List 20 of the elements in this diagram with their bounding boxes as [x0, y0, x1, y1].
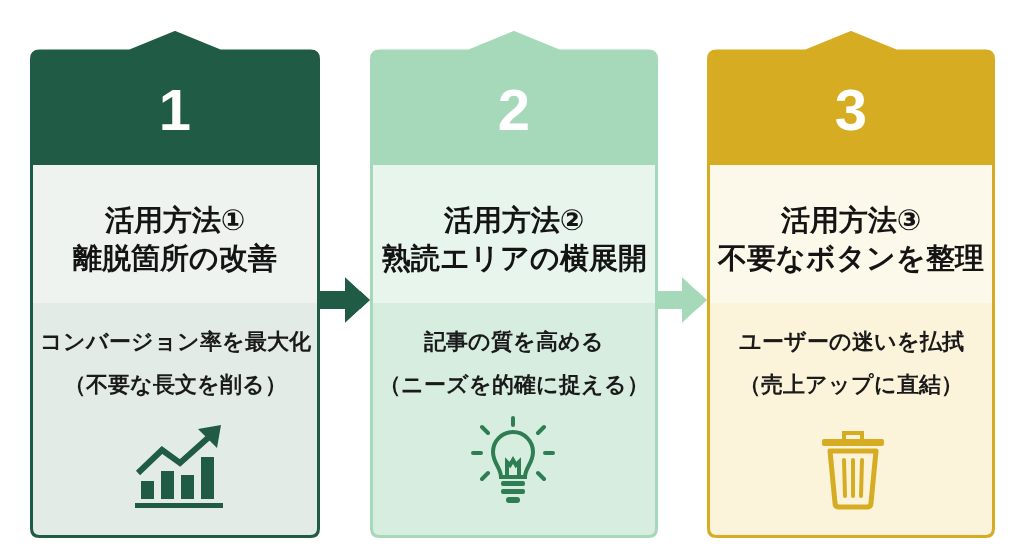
- step-number: 2: [497, 76, 531, 144]
- note-text: （売上アップに直結）: [739, 371, 963, 399]
- step-card: [707, 31, 995, 538]
- step-number: 1: [158, 76, 192, 144]
- title-text: 不要なボタンを整理: [718, 241, 984, 276]
- title-text: 離脱箇所の改善: [73, 241, 277, 276]
- heading-text: 活用方法①: [104, 203, 246, 238]
- step-card: [30, 31, 320, 538]
- note-text: （ニーズを的確に捉える）: [379, 371, 649, 399]
- body-text: ユーザーの迷いを払拭: [738, 328, 964, 356]
- step-card: [370, 31, 658, 538]
- arrow: [320, 277, 370, 323]
- body-text: 記事の質を高める: [424, 328, 604, 356]
- title-text: 熟読エリアの横展開: [381, 241, 647, 276]
- arrow: [658, 277, 707, 323]
- body-text: コンバージョン率を最大化: [39, 328, 311, 356]
- heading-text: 活用方法③: [780, 203, 922, 238]
- heading-text: 活用方法②: [443, 203, 585, 238]
- note-text: （不要な長文を削る）: [63, 371, 287, 399]
- step-number: 3: [834, 76, 868, 144]
